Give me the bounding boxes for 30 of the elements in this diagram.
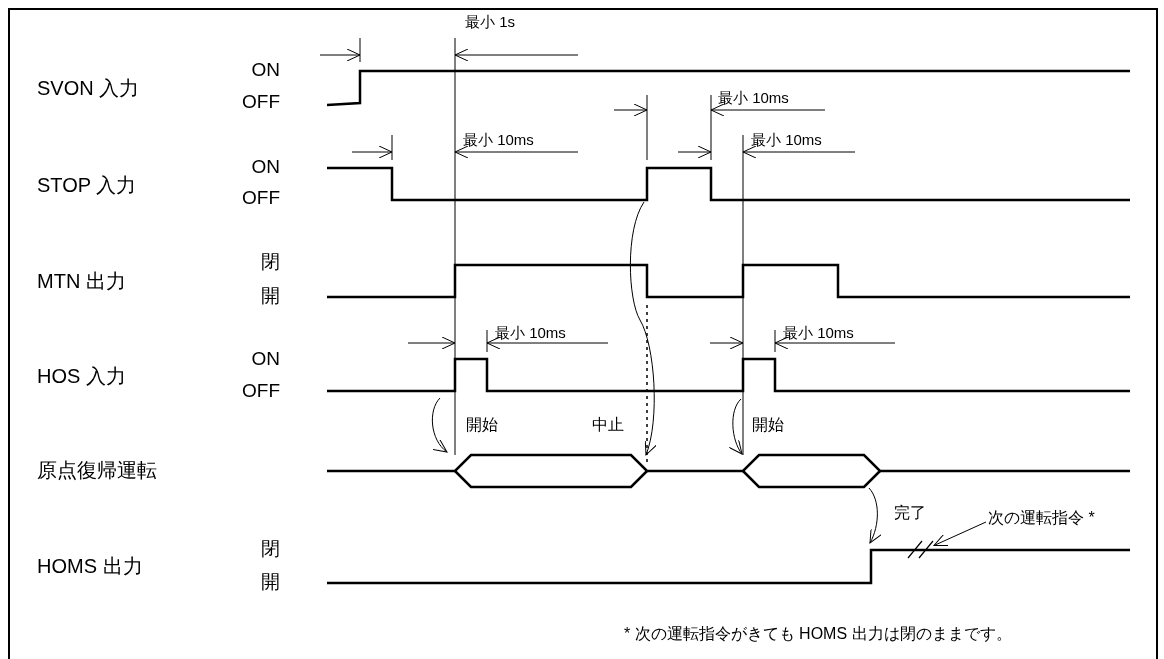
signal-name: STOP 入力 <box>37 175 137 195</box>
dimension-label: 最小 10ms <box>463 132 534 147</box>
state-label: OFF <box>242 92 280 111</box>
event-label: 開始 <box>466 417 498 433</box>
event-label: 開始 <box>752 417 784 433</box>
signal-name: HOS 入力 <box>37 366 126 386</box>
footnote-text: * 次の運転指令がきても HOMS 出力は閉のままです。 <box>624 626 1012 642</box>
event-label: 完了 <box>894 505 926 521</box>
dimension-label: 最小 10ms <box>495 325 566 340</box>
dimension-label: 最小 1s <box>465 14 515 29</box>
annotation-text: 次の運転指令 * <box>988 510 1095 526</box>
dimension-label: 最小 10ms <box>783 325 854 340</box>
state-label: OFF <box>242 188 280 207</box>
state-label: OFF <box>242 381 280 400</box>
signal-name: SVON 入力 <box>37 78 140 98</box>
signal-name: HOMS 出力 <box>37 556 143 576</box>
signal-name: 原点復帰運転 <box>37 460 157 480</box>
break-mark <box>907 540 934 559</box>
state-label: 閉 <box>261 252 280 271</box>
state-label: 開 <box>261 286 280 305</box>
state-label: 開 <box>261 572 280 591</box>
state-label: ON <box>251 157 280 176</box>
state-label: 閉 <box>261 539 280 558</box>
leader-line <box>933 521 987 547</box>
dimension-label: 最小 10ms <box>718 90 789 105</box>
signal-name: MTN 出力 <box>37 271 126 291</box>
state-label: ON <box>251 349 280 368</box>
event-label: 中止 <box>592 417 624 433</box>
dimension-label: 最小 10ms <box>751 132 822 147</box>
state-label: ON <box>251 60 280 79</box>
